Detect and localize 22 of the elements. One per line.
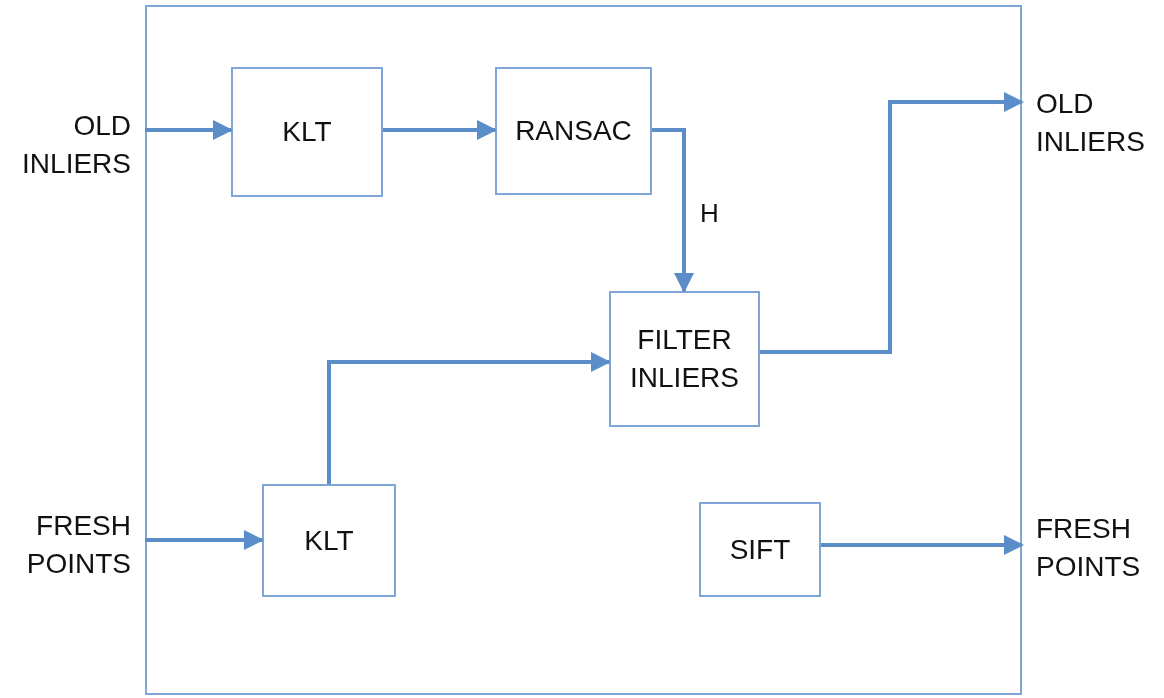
io-label: FRESH POINTS (25, 509, 131, 581)
arrow (383, 120, 497, 140)
box-label: KLT (304, 523, 354, 558)
process-box (231, 67, 383, 197)
process-box (262, 484, 396, 597)
io-label: OLD INLIERS (21, 109, 131, 181)
process-box (495, 67, 652, 195)
box-label: SIFT (729, 532, 791, 567)
arrow (327, 352, 611, 484)
arrow (145, 530, 264, 550)
box-label: FILTER INLIERS (629, 323, 740, 395)
arrow (760, 92, 1024, 354)
arrow (145, 120, 233, 140)
frame-box (145, 5, 1022, 695)
process-box (609, 291, 760, 427)
io-label: OLD INLIERS (1036, 87, 1146, 159)
process-box (699, 502, 821, 597)
arrow (652, 128, 694, 293)
arrow (821, 535, 1024, 555)
box-label: KLT (282, 115, 332, 150)
io-label: FRESH POINTS (1036, 512, 1142, 584)
box-label: RANSAC (515, 114, 632, 149)
